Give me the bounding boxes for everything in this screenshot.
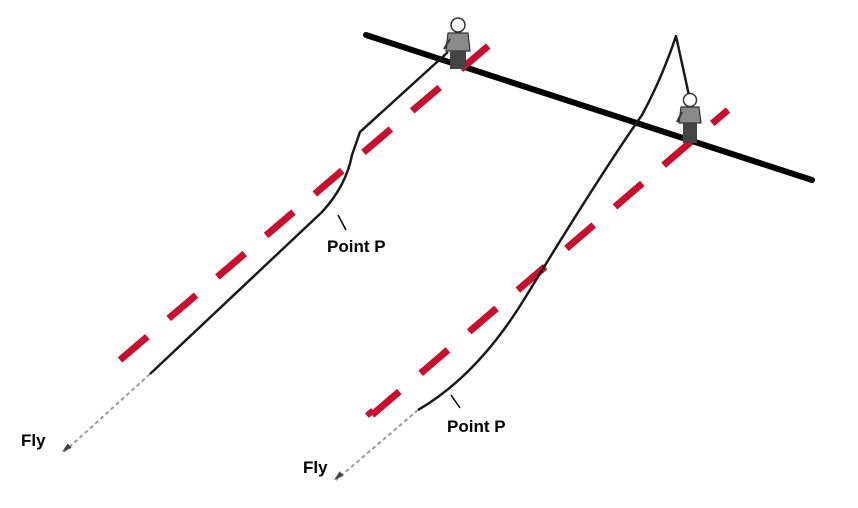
current-line-right xyxy=(369,107,731,418)
fly-icon xyxy=(334,471,344,480)
point-p-pointer-right xyxy=(450,394,461,409)
river-bank-line xyxy=(363,32,815,183)
current-line-right-fragment xyxy=(365,408,375,418)
current-line-left xyxy=(117,33,503,363)
fly-icon xyxy=(62,443,72,452)
fly-line-left xyxy=(149,51,449,375)
point-p-label-left: Point P xyxy=(327,237,386,256)
angler-icon xyxy=(443,17,471,69)
point-p-label-right: Point P xyxy=(447,417,506,436)
fly-label-left: Fly xyxy=(21,431,46,450)
leader-left xyxy=(63,373,151,453)
fly-label-right: Fly xyxy=(303,458,328,477)
leader-right xyxy=(335,409,419,481)
point-p-pointer-left xyxy=(337,214,347,231)
fly-line-right xyxy=(417,34,692,412)
angler-icon xyxy=(676,92,702,143)
